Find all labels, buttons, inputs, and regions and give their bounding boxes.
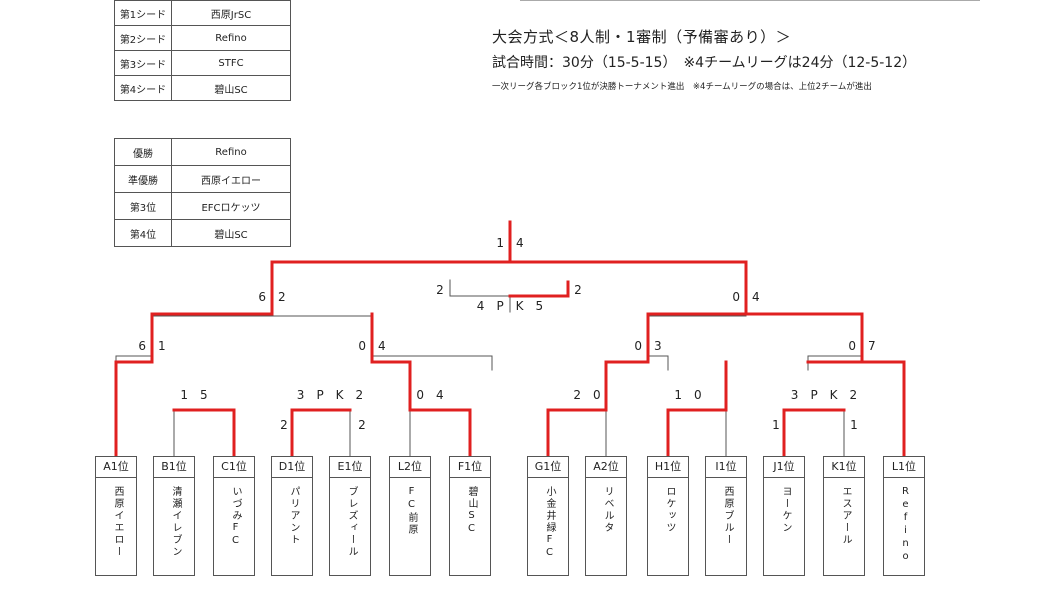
score-final: 1 4 [496,236,524,250]
team-position: I1位 [706,457,746,478]
seed-team: 碧山SC [171,75,291,101]
rules-title: 大会方式＜8人制・1審制（予備審あり）＞ [492,28,792,46]
team-name: パリアント [288,486,299,546]
result-team: EFCロケッツ [171,192,291,220]
team-name: 西原イエロー [112,486,123,558]
team-position: E1位 [330,457,370,478]
team-box-a1: A1位西原イエロー [95,456,137,576]
team-name: 小金井緑FC [544,486,555,560]
team-name: ロケッツ [664,486,675,534]
score-qf3: 0 3 [634,339,662,353]
score-qf2: 0 4 [358,339,386,353]
result-label: 優勝 [114,138,172,166]
team-position: K1位 [824,457,864,478]
score-third-pk: 4 P K 5 [476,299,544,313]
score-qf4: 0 7 [848,339,876,353]
team-name: いづみFC [230,486,241,548]
result-team: 碧山SC [171,219,291,247]
score-sf-left: 6 2 [258,290,286,304]
seed-label: 第3シード [114,50,172,76]
result-team: 西原イエロー [171,165,291,193]
team-box-j1: J1位ヨーケン [763,456,805,576]
team-box-k1: K1位エスアール [823,456,865,576]
team-name: ブレズィール [346,486,357,558]
team-box-b1: B1位清瀬イレブン [153,456,195,576]
team-box-l1: L1位 Refino [883,456,925,576]
team-name: リベルタ [602,486,613,534]
score-r1-ga: 2 0 [573,388,601,402]
team-box-h1: H1位ロケッツ [647,456,689,576]
score-r1-jk-right: 1 [850,418,858,432]
team-box-c1: C1位いづみFC [213,456,255,576]
table-row: 第4位碧山SC [114,219,291,247]
score-qf1: 6 1 [138,339,166,353]
score-r1-de-right: 2 [358,418,366,432]
top-rule-line [520,0,980,1]
team-position: J1位 [764,457,804,478]
team-box-a2: A2位リベルタ [585,456,627,576]
score-r1-de: 3 P K 2 [296,388,364,402]
team-name: エスアール [840,486,851,546]
team-position: H1位 [648,457,688,478]
rules-note: 一次リーグ各ブロック1位が決勝トーナメント進出 ※4チームリーグの場合は、上位2… [492,82,872,92]
score-third-left: 2 [436,283,444,297]
team-position: C1位 [214,457,254,478]
team-position: A2位 [586,457,626,478]
team-box-i1: I1位西原ブルー [705,456,747,576]
team-name: 清瀬イレブン [170,486,181,558]
team-name: ヨーケン [780,486,791,534]
team-position: A1位 [96,457,136,478]
team-position: B1位 [154,457,194,478]
team-position: D1位 [272,457,312,478]
table-row: 準優勝西原イエロー [114,165,291,193]
team-position: L2位 [390,457,430,478]
score-r1-de-left: 2 [280,418,288,432]
result-label: 第4位 [114,219,172,247]
score-third-right: 2 [574,283,582,297]
score-r1-bc: 1 5 [180,388,208,402]
score-sf-right: 0 4 [732,290,760,304]
team-name: FC前原 [406,486,417,536]
score-r1-lf: 0 4 [416,388,444,402]
score-r1-jk-left: 1 [772,418,780,432]
result-label: 第3位 [114,192,172,220]
score-r1-jk: 3 P K 2 [790,388,858,402]
team-position: G1位 [528,457,568,478]
seed-team: Refino [171,25,291,51]
winner-lines [114,220,906,458]
team-box-f1: F1位碧山SC [449,456,491,576]
team-box-l2: L2位 FC前原 [389,456,431,576]
result-team: Refino [171,138,291,166]
team-name: Refino [900,486,911,564]
team-position: L1位 [884,457,924,478]
team-box-d1: D1位パリアント [271,456,313,576]
table-row: 第4シード碧山SC [114,75,291,101]
team-box-e1: E1位ブレズィール [329,456,371,576]
score-r1-hi: 1 0 [674,388,702,402]
table-row: 第1シード西原JrSC [114,0,291,26]
seed-team: 西原JrSC [171,0,291,26]
team-name: 西原ブルー [722,486,733,546]
team-position: F1位 [450,457,490,478]
rules-time: 試合時間：30分（15-5-15） ※4チームリーグは24分（12-5-12） [492,55,917,71]
team-name: 碧山SC [466,486,477,536]
team-box-g1: G1位小金井緑FC [527,456,569,576]
